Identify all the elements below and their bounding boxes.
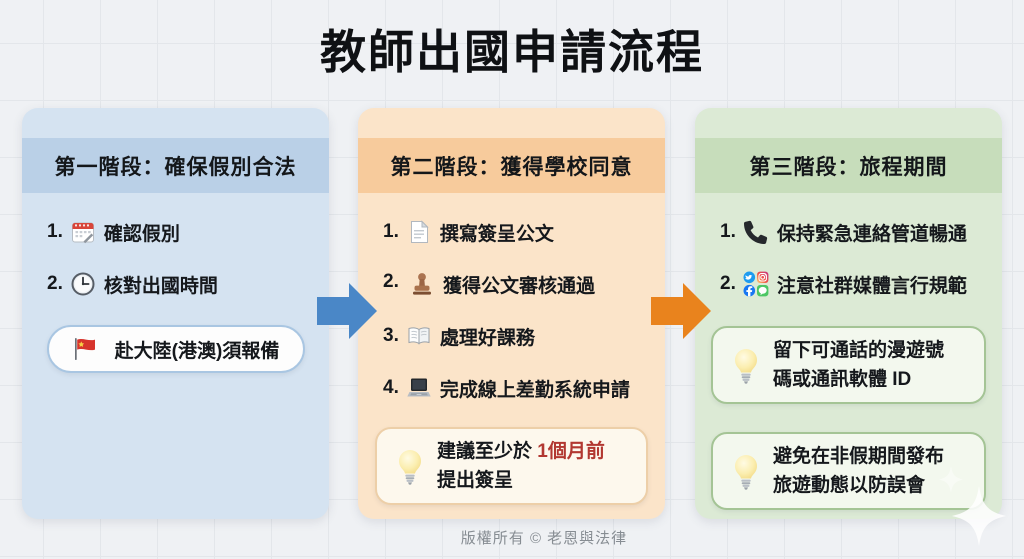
stage-1-items: 1. 確認假別 2. xyxy=(22,217,329,299)
item-number: 1. xyxy=(383,221,399,242)
tip-label: 避免在非假期間發布旅遊動態以防誤會 xyxy=(773,446,945,496)
arrow-right-icon xyxy=(651,283,711,339)
tip-prefix: 建議至少於 xyxy=(437,441,538,462)
item-number: 2. xyxy=(720,273,736,294)
stage-3-panel: 第三階段：旅程期間 1. 保持緊急連絡管道暢通 2. xyxy=(695,108,1002,519)
item-number: 3. xyxy=(383,325,399,346)
stage-3-header: 第三階段：旅程期間 xyxy=(695,138,1002,193)
open-book-icon xyxy=(406,323,432,349)
tip-suffix: 提出簽呈 xyxy=(437,470,514,491)
item-number: 1. xyxy=(47,221,63,242)
list-item: 4. 完成線上差勤系統申請 xyxy=(383,373,659,403)
tip-highlight: 1個月前 xyxy=(537,441,605,462)
stage-1-panel: 第一階段：確保假別合法 1. xyxy=(22,108,329,519)
stage-1-header: 第一階段：確保假別合法 xyxy=(22,138,329,193)
item-number: 4. xyxy=(383,377,399,398)
stamp-icon xyxy=(409,271,435,297)
social-media-icons xyxy=(743,271,769,297)
copyright-text: 版權所有 © 老恩與法律 xyxy=(460,530,628,547)
tip-label: 留下可通話的漫遊號碼或通訊軟體 ID xyxy=(773,340,945,390)
stage-2-items: 1. 撰寫簽呈公文 2. xyxy=(358,217,665,403)
page-title: 教師出國申請流程 xyxy=(320,26,704,78)
item-label: 保持緊急連絡管道暢通 xyxy=(776,223,967,245)
item-label: 處理好課務 xyxy=(439,327,535,349)
stage-3-tip-posting: 避免在非假期間發布旅遊動態以防誤會 xyxy=(711,432,986,510)
note-label: 赴大陸(港澳)須報備 xyxy=(114,340,280,362)
item-number-wrap: 2. xyxy=(383,271,409,297)
light-bulb-icon xyxy=(731,453,761,490)
item-label: 撰寫簽呈公文 xyxy=(439,223,554,245)
list-item: 2. 注意社群媒體 xyxy=(720,269,996,299)
phone-receiver-icon xyxy=(743,219,769,245)
china-report-note: 赴大陸(港澳)須報備 xyxy=(46,325,305,373)
item-label: 核對出國時間 xyxy=(103,275,218,297)
list-item: 1. 確認假別 xyxy=(47,217,323,247)
item-label: 確認假別 xyxy=(103,223,180,245)
light-bulb-icon xyxy=(731,347,761,384)
item-number: 2. xyxy=(383,271,399,292)
tip-label: 建議至少於 1個月前提出簽呈 xyxy=(437,437,605,495)
item-label: 完成線上差勤系統申請 xyxy=(439,379,630,401)
document-icon xyxy=(406,219,432,245)
stage-2-header: 第二階段：獲得學校同意 xyxy=(358,138,665,193)
stage-2-panel: 第二階段：獲得學校同意 1. 撰寫簽呈公文 2. xyxy=(358,108,665,519)
item-label: 獲得公文審核通過 xyxy=(443,275,596,297)
list-item: 1. 撰寫簽呈公文 xyxy=(383,217,659,247)
stage-2-tip: 建議至少於 1個月前提出簽呈 xyxy=(375,427,648,505)
arrow-right-icon xyxy=(317,283,377,339)
list-item: 3. 處理好課務 xyxy=(383,321,659,351)
list-item: 2. 核對出國時間 xyxy=(47,269,323,299)
laptop-icon xyxy=(406,375,432,401)
list-item: 2. 獲得公文審核通過 xyxy=(383,269,659,299)
list-item: 1. 保持緊急連絡管道暢通 xyxy=(720,217,996,247)
stage-3-tip-roaming: 留下可通話的漫遊號碼或通訊軟體 ID xyxy=(711,326,986,404)
item-label: 注意社群媒體言行規範 xyxy=(776,275,967,297)
stage-3-items: 1. 保持緊急連絡管道暢通 2. xyxy=(695,217,1002,299)
china-flag-icon xyxy=(72,336,98,362)
light-bulb-icon xyxy=(395,448,425,485)
item-number: 1. xyxy=(720,221,736,242)
calendar-icon xyxy=(70,219,96,245)
clock-icon xyxy=(70,271,96,297)
item-number: 2. xyxy=(47,273,63,294)
